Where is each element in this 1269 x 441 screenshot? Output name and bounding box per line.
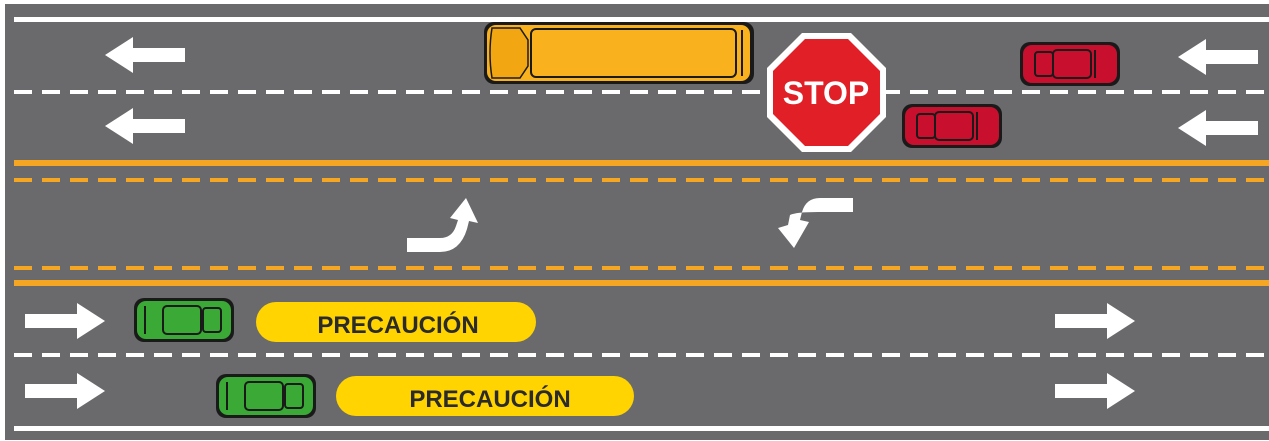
- caution-label: PRECAUCIÓN: [336, 376, 634, 416]
- turn-left-arrow-icon: [778, 198, 853, 248]
- school-bus: [484, 22, 754, 84]
- center-solid-line-bottom: [14, 280, 1269, 286]
- stopped-car: [902, 104, 1002, 148]
- top-edge-line: [14, 17, 1269, 22]
- center-solid-line-top: [14, 160, 1269, 166]
- arrow-left-icon: [1178, 110, 1258, 146]
- arrow-right-icon: [1055, 373, 1135, 409]
- arrow-right-icon: [1055, 303, 1135, 339]
- arrow-left-icon: [105, 108, 185, 144]
- arrow-left-icon: [105, 37, 185, 73]
- stop-sign: STOP: [767, 33, 886, 152]
- caution-label-text: PRECAUCIÓN: [317, 311, 478, 339]
- caution-label: PRECAUCIÓN: [256, 302, 536, 342]
- moving-car: [216, 374, 316, 418]
- bottom-edge-line: [14, 426, 1269, 431]
- arrow-right-icon: [25, 373, 105, 409]
- caution-label-text: PRECAUCIÓN: [409, 385, 570, 413]
- turn-left-arrow-icon: [407, 198, 478, 252]
- stopped-car: [1020, 42, 1120, 86]
- arrow-right-icon: [25, 303, 105, 339]
- arrow-left-icon: [1178, 39, 1258, 75]
- moving-car: [134, 298, 234, 342]
- stop-sign-text: STOP: [783, 75, 870, 111]
